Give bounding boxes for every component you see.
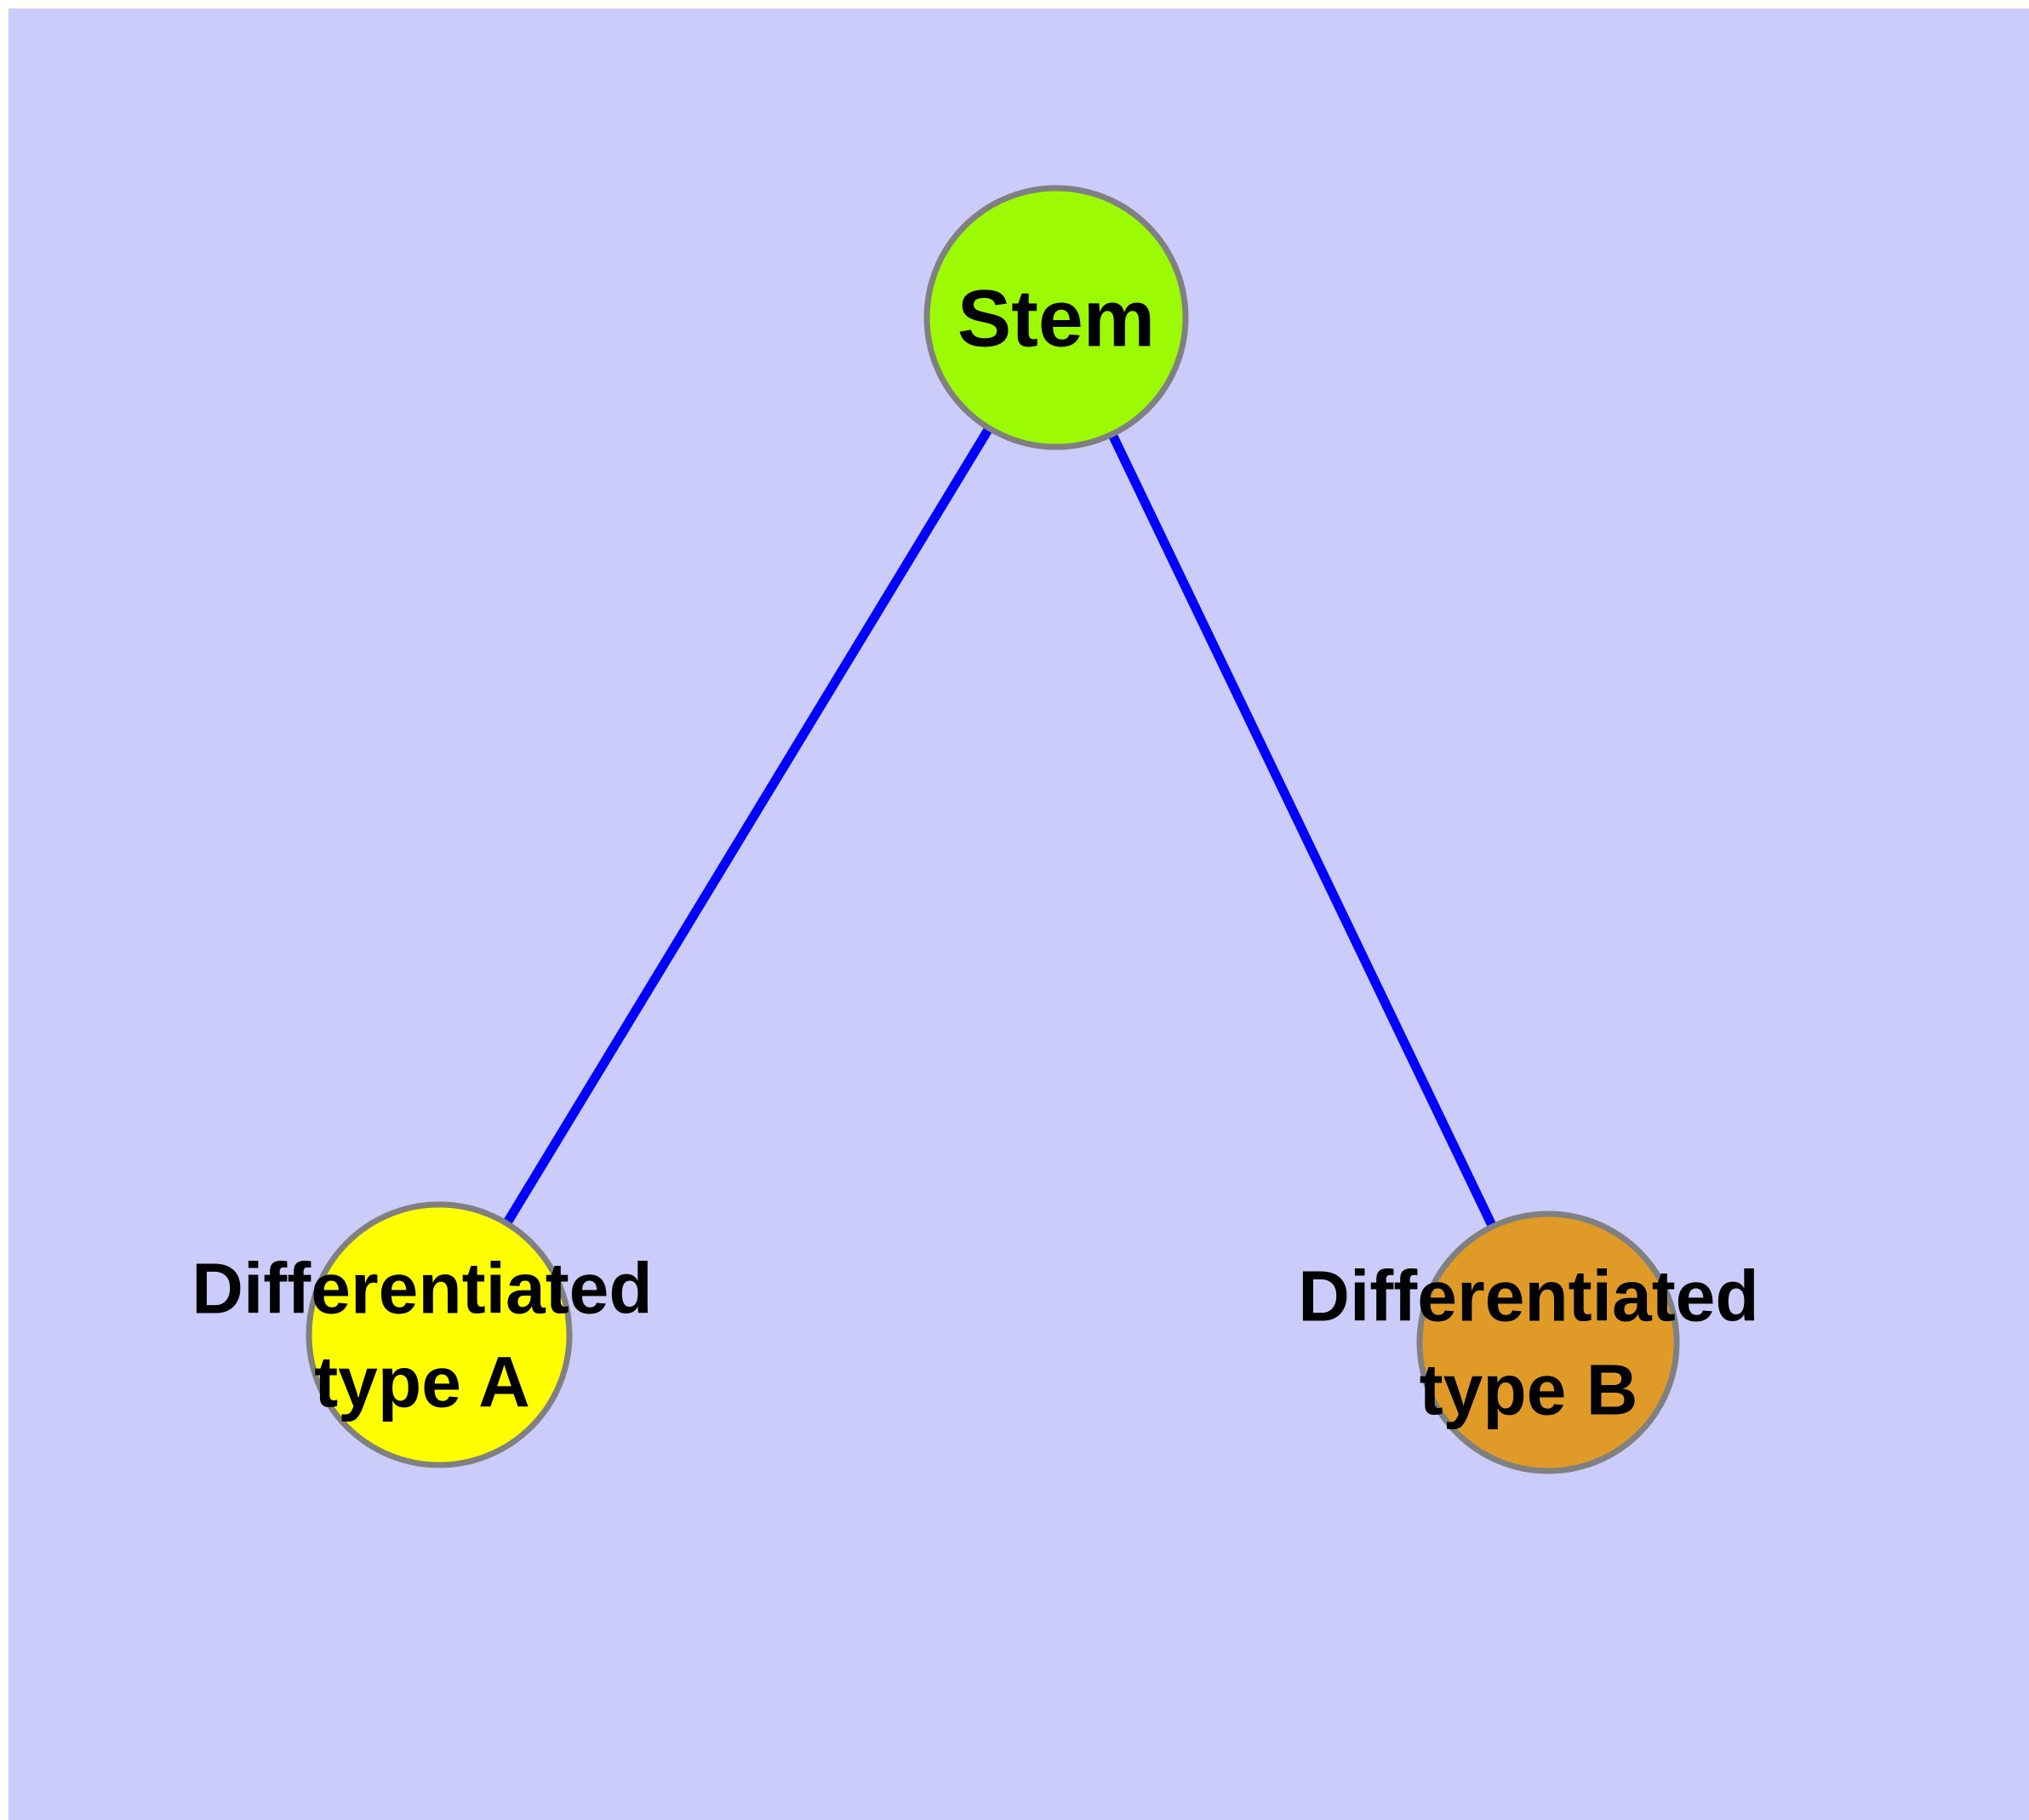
graph-edge-stem-to-diff_a[interactable]: [435, 315, 1060, 1337]
node-circle-stem[interactable]: [923, 185, 1189, 450]
node-label-line: Stem: [957, 273, 1155, 363]
graph-node-diff_b[interactable]: Differentiated type B: [1298, 1210, 1759, 1474]
node-label-line: type A: [314, 1342, 530, 1422]
edges-layer: [435, 315, 1552, 1345]
node-label-diff_b: Differentiated type B: [1298, 1256, 1758, 1429]
node-circle-diff_b[interactable]: [1416, 1210, 1680, 1474]
node-label-line: Differentiated: [191, 1248, 652, 1328]
graph-edge-stem-to-diff_b[interactable]: [1052, 315, 1552, 1345]
node-circle-diff_a[interactable]: [306, 1201, 573, 1468]
graph-node-diff_a[interactable]: Differentiated type A: [191, 1201, 653, 1468]
node-label-line: type B: [1420, 1349, 1638, 1429]
node-label-line: Differentiated: [1298, 1256, 1758, 1336]
node-label-stem: Stem: [957, 273, 1155, 363]
graph-node-stem[interactable]: Stem: [923, 185, 1189, 450]
node-label-diff_a: Differentiated type A: [191, 1248, 652, 1422]
